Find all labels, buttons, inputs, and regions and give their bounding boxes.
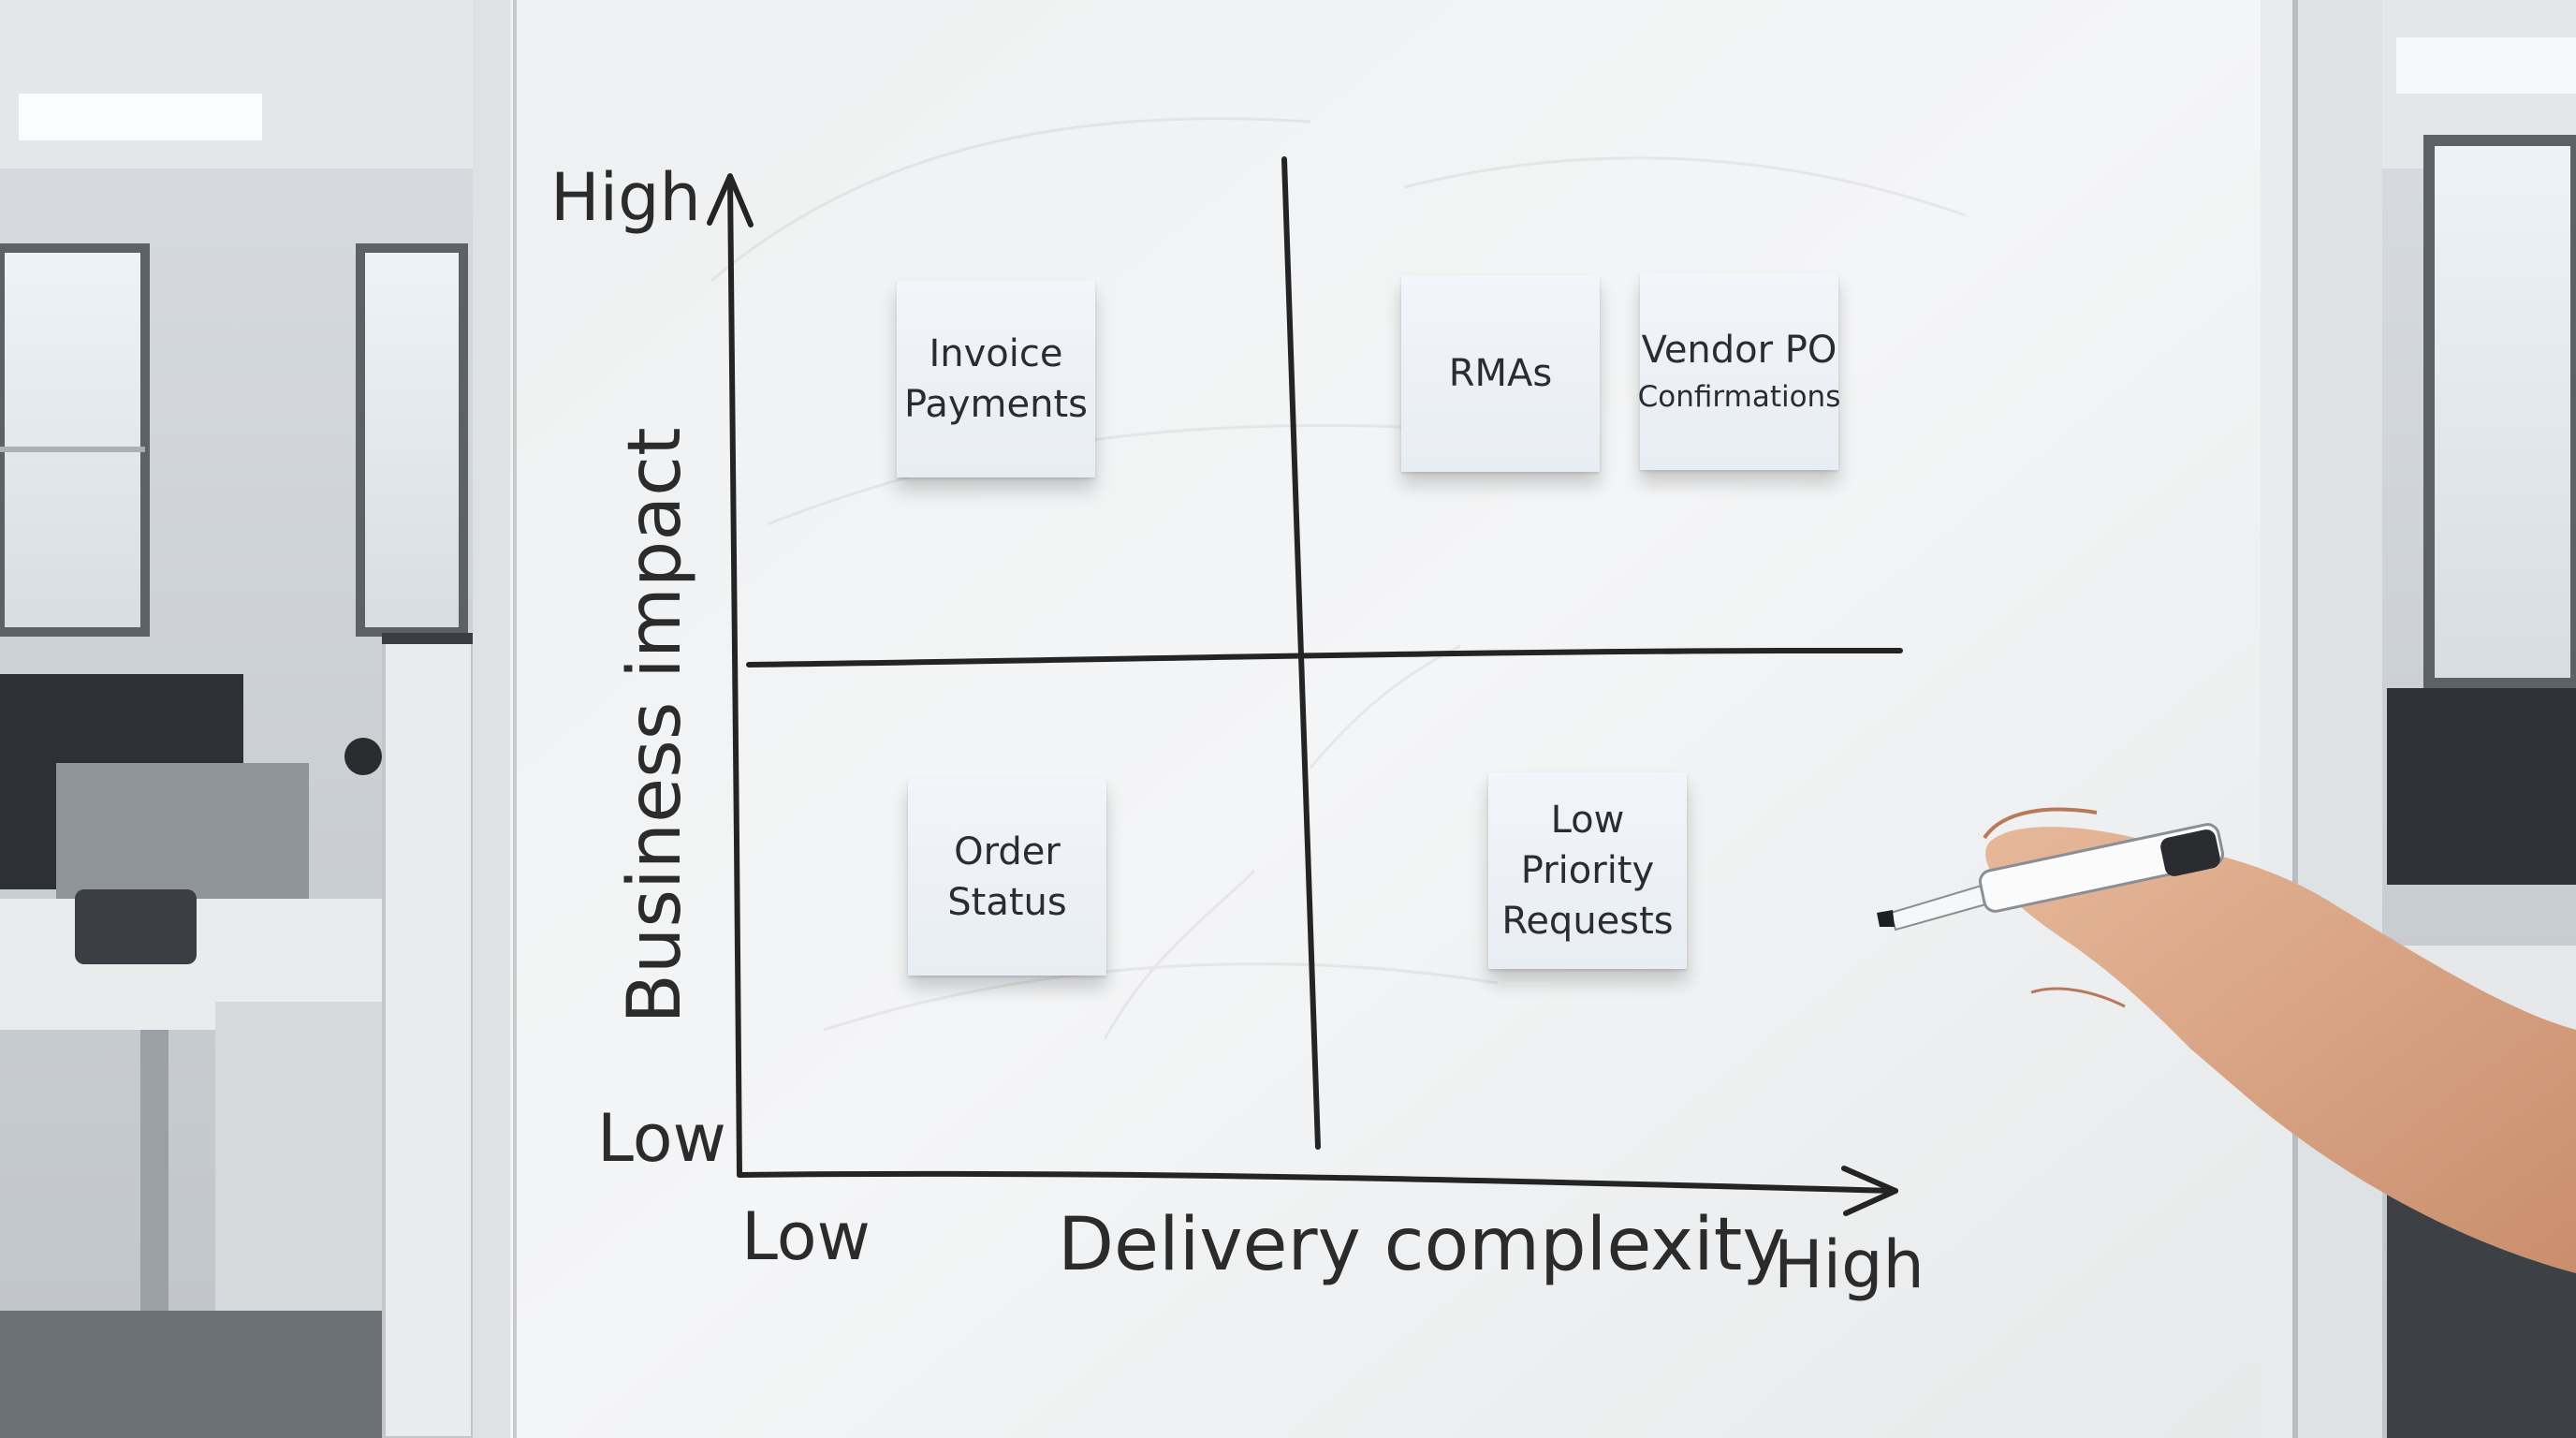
window-left [0, 248, 145, 632]
note-line: Invoice [929, 332, 1063, 375]
marker-pen-icon [1877, 823, 2225, 932]
note-line: Confirmations [1637, 380, 1841, 414]
y-axis-title: Business impact [613, 427, 697, 1024]
note-line: RMAs [1448, 352, 1553, 395]
quadrant-horizontal [746, 647, 1903, 668]
note-low-priority-requests[interactable]: Low Priority Requests [1488, 772, 1687, 969]
note-line: Vendor PO [1641, 329, 1837, 372]
note-line: Payments [904, 383, 1088, 426]
ceiling-light-right [2396, 37, 2576, 94]
smudges [710, 117, 1967, 1040]
note-line: Order [954, 830, 1061, 873]
note-line: Priority [1520, 849, 1655, 892]
note-line: Requests [1501, 900, 1674, 943]
note-line: Low [1550, 799, 1625, 842]
ceiling-light [19, 94, 262, 140]
x-axis-low-label: Low [741, 1198, 871, 1275]
window-right [2429, 140, 2576, 683]
note-vendor-po-confirmations[interactable]: Vendor PO Confirmations [1637, 273, 1841, 470]
y-axis-arrow [707, 173, 754, 227]
note-line: Status [947, 881, 1067, 924]
window-left-2 [360, 248, 463, 632]
board-stand [384, 637, 473, 1438]
x-axis-title: Delivery complexity [1058, 1203, 1786, 1287]
board-surface [510, 0, 2261, 1438]
note-rmas[interactable]: RMAs [1401, 275, 1600, 472]
note-order-status[interactable]: Order Status [908, 779, 1106, 976]
magnet-knob [344, 738, 382, 775]
matrix-axes [707, 156, 1903, 1216]
hand-icon [1983, 807, 2576, 1273]
x-axis-high-label: High [1774, 1226, 1925, 1303]
desk-phone [75, 889, 197, 964]
y-axis-high-label: High [550, 159, 701, 236]
cabinet-left [215, 1002, 384, 1311]
y-axis-line [727, 175, 742, 1178]
y-axis-low-label: Low [597, 1100, 726, 1177]
note-invoice-payments[interactable]: Invoice Payments [897, 281, 1095, 477]
x-axis-line [737, 1170, 1898, 1194]
floor-left [0, 1311, 393, 1438]
x-axis-arrow [1841, 1166, 1898, 1216]
monitor-right [2387, 688, 2576, 885]
